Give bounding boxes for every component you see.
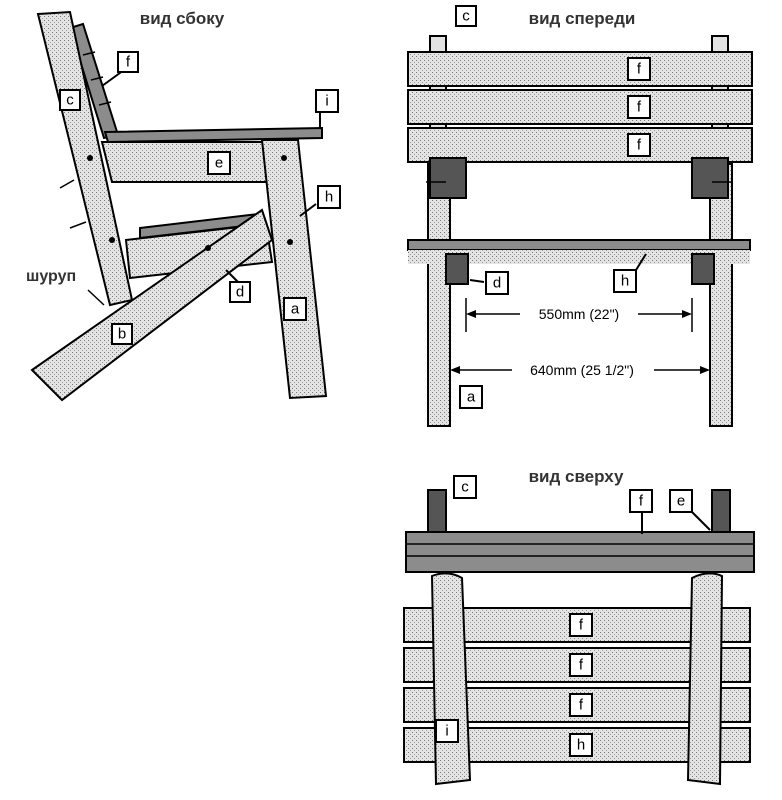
- svg-text:f: f: [126, 54, 131, 71]
- front-leg-left: [427, 163, 451, 427]
- svg-text:c: c: [461, 479, 469, 496]
- side-view: вид сбоку f c: [26, 9, 341, 402]
- svg-text:e: e: [677, 493, 685, 510]
- label-h-side: [317, 185, 341, 209]
- svg-text:a: a: [291, 301, 300, 318]
- side-view-title: вид сбоку: [140, 9, 225, 28]
- seat-bar: [407, 239, 751, 251]
- front-view: вид спереди c f f f d: [407, 5, 753, 427]
- top-view: вид сверху c f e f f f h i: [403, 467, 755, 786]
- svg-text:h: h: [577, 737, 585, 754]
- screw-pointer: [87, 289, 105, 306]
- label-b-side: [111, 323, 133, 345]
- back-slats-top: [405, 531, 755, 573]
- svg-text:f: f: [637, 99, 642, 116]
- svg-text:b: b: [118, 326, 126, 343]
- dim-outer-width: 640mm (25 1/2"): [530, 362, 634, 378]
- svg-text:e: e: [215, 155, 223, 172]
- label-i-side: [315, 89, 339, 113]
- svg-text:f: f: [579, 617, 584, 634]
- svg-text:c: c: [462, 8, 470, 25]
- svg-text:f: f: [579, 697, 584, 714]
- label-c-side: [59, 89, 81, 111]
- svg-text:c: c: [66, 92, 74, 109]
- screw-label: шуруп: [26, 268, 76, 285]
- svg-text:d: d: [236, 284, 244, 301]
- svg-text:f: f: [637, 137, 642, 154]
- label-f-side: [117, 51, 139, 73]
- dim-inner-width: 550mm (22"): [539, 306, 619, 322]
- top-view-title: вид сверху: [529, 467, 624, 486]
- armrest-left: [430, 572, 472, 786]
- svg-text:a: a: [467, 389, 476, 406]
- svg-text:d: d: [493, 275, 501, 292]
- svg-text:h: h: [621, 273, 629, 290]
- svg-text:i: i: [325, 93, 328, 110]
- front-leg-a: [260, 139, 328, 400]
- apron-e: [100, 141, 269, 183]
- svg-text:f: f: [637, 61, 642, 78]
- front-leg-right: [709, 163, 733, 427]
- svg-text:h: h: [325, 189, 333, 206]
- front-view-title: вид спереди: [529, 9, 636, 28]
- label-e-side: [207, 151, 231, 175]
- svg-text:f: f: [639, 493, 644, 510]
- armrest-i: [103, 126, 323, 144]
- svg-text:i: i: [445, 723, 448, 740]
- label-d-side: [229, 281, 251, 303]
- armrest-right: [686, 572, 724, 786]
- svg-text:f: f: [579, 657, 584, 674]
- label-a-side: [283, 297, 307, 321]
